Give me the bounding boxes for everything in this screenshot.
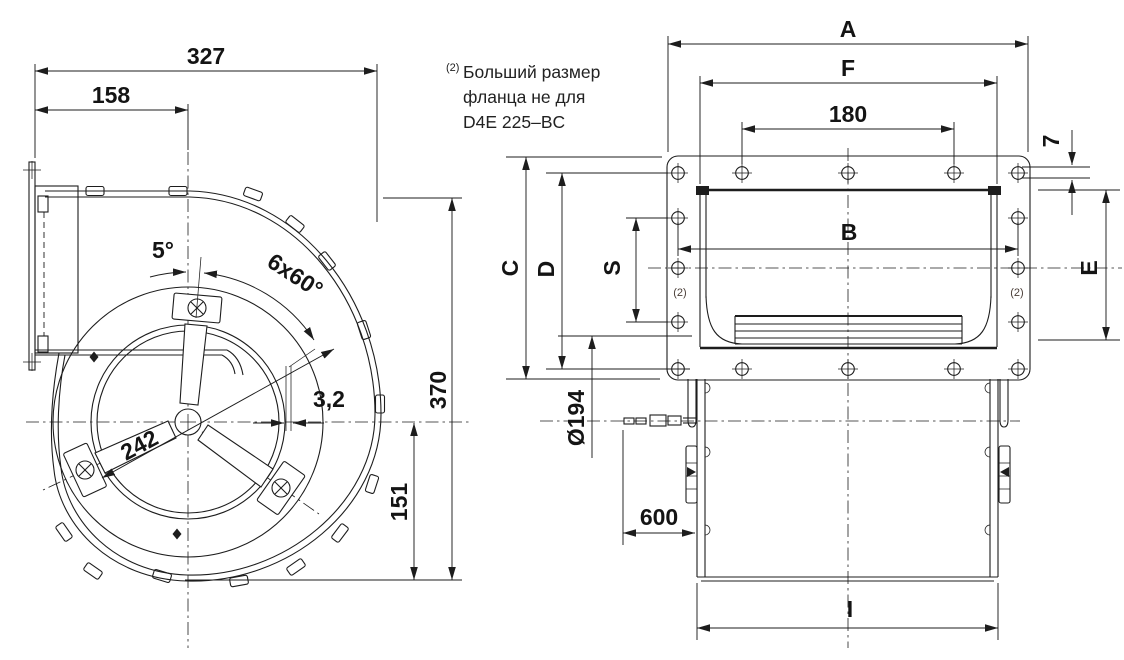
left-view-dimensions: 327 158 370 151 242 5° 6x60° [34, 43, 462, 581]
dim-side-hole-spacing-label: S [599, 260, 625, 275]
dim-hole-row-spacing-label: D [533, 261, 559, 278]
left-view-scroll-housing: 327 158 370 151 242 5° 6x60° [23, 43, 470, 648]
dim-flange-offset-label: 7 [1038, 135, 1064, 148]
dim-inlet-diameter-label: Ø194 [563, 390, 589, 446]
right-view-front: (2) (2) [497, 16, 1122, 648]
dim-inlet-height-label: E [1076, 260, 1102, 275]
footnote-line-2: фланца не для [463, 87, 585, 107]
mounting-clip-right [998, 445, 1011, 504]
dim-tilt-angle-label: 5° [152, 237, 174, 263]
footnote-line-1: Больший размер [463, 62, 600, 82]
right-view-dimensions: A F 180 7 C D [497, 16, 1120, 640]
dim-total-width-label: 327 [187, 43, 225, 69]
dim-top-hole-spacing-label: 180 [829, 101, 867, 127]
dim-blade-gap-label: 3,2 [313, 386, 345, 412]
orientation-diamond-icon [172, 528, 182, 540]
footnote-text: (2) Больший размер фланца не для D4E 225… [446, 62, 600, 132]
dim-flange-width-label: A [840, 16, 857, 42]
orientation-diamond-icon [89, 351, 99, 363]
mounting-clip-left [685, 445, 698, 504]
inlet-opening [696, 186, 1001, 350]
housing-body [685, 379, 1011, 582]
outlet-duct [34, 185, 244, 376]
footnote-marker: (2) [446, 62, 459, 74]
impeller-blades [734, 315, 963, 345]
power-cable [623, 414, 697, 427]
dim-hole-pattern-label: 6x60° [263, 248, 328, 303]
dim-opening-width-label: F [841, 55, 855, 81]
dim-housing-width-label: I [847, 596, 853, 622]
dim-flange-height-label: C [497, 260, 523, 277]
dim-hole-col-spacing-label: B [841, 219, 858, 245]
motor-mount-spokes [63, 292, 306, 515]
flange-marker-right: (2) [1010, 287, 1023, 299]
dim-cable-length-label: 600 [640, 504, 678, 530]
dim-total-height-label: 370 [425, 371, 451, 409]
mounting-flange [666, 155, 1031, 381]
dim-center-to-bottom-label: 151 [386, 483, 412, 522]
flange-marker-left: (2) [673, 287, 686, 299]
footnote-line-3: D4E 225–BC [463, 112, 565, 132]
dim-flange-to-center-label: 158 [92, 82, 131, 108]
